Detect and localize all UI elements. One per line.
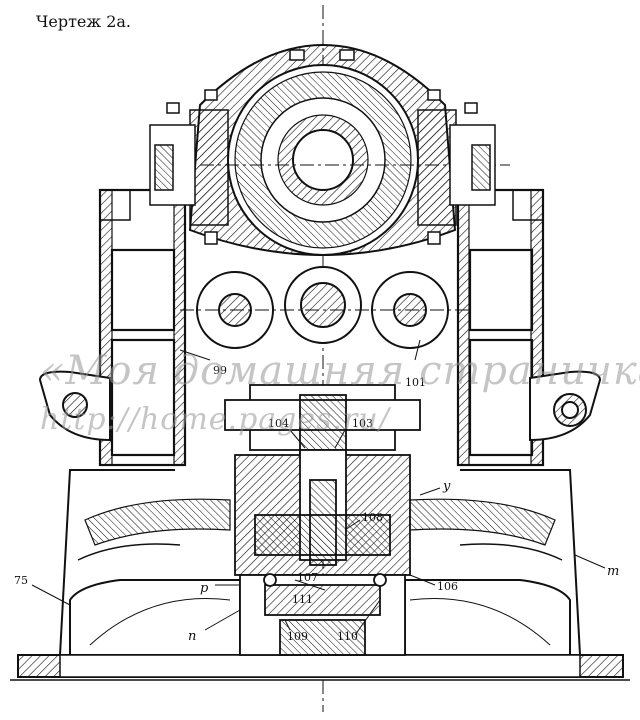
label-110: 110 <box>337 630 358 643</box>
label-75: 75 <box>14 574 28 587</box>
label-108: 108 <box>362 511 383 524</box>
label-106: 106 <box>437 580 458 593</box>
label-107: 107 <box>297 571 318 584</box>
label-104: 104 <box>268 417 289 430</box>
side-brackets <box>38 370 602 442</box>
label-103: 103 <box>352 417 373 430</box>
central-mechanism <box>224 384 421 656</box>
side-guides <box>149 109 496 226</box>
watermark-line-2: http://home.pages.ru/ <box>40 402 390 437</box>
top-housing <box>150 43 510 256</box>
drawing-title: Чертеж 2а. <box>36 12 132 31</box>
label-y: y <box>442 479 451 494</box>
label-109: 109 <box>287 630 308 643</box>
rollers <box>180 266 470 349</box>
top-bolts <box>166 49 478 245</box>
lower-housing <box>59 469 581 656</box>
label-m: m <box>607 564 619 579</box>
label-101: 101 <box>405 376 426 389</box>
label-p: p <box>200 581 209 596</box>
watermark-line-1: «Моя домашняя страничка» <box>40 348 640 394</box>
label-99: 99 <box>213 364 227 377</box>
fan-blades <box>84 498 556 546</box>
base-plate <box>10 654 630 681</box>
leader-lines <box>31 339 606 636</box>
label-111: 111 <box>292 593 313 606</box>
label-n: n <box>188 629 196 644</box>
